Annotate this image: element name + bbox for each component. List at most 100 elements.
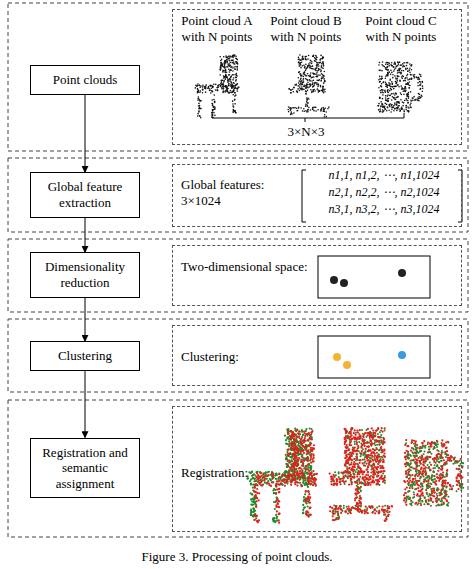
cloud-point bbox=[211, 116, 213, 118]
cloud-point bbox=[378, 70, 380, 72]
cloud-point bbox=[297, 88, 299, 90]
cloud-point bbox=[418, 96, 420, 98]
cloud-point bbox=[324, 110, 326, 112]
cloud-point bbox=[304, 483, 306, 485]
cloud-point bbox=[294, 107, 296, 109]
cloud-point bbox=[307, 90, 309, 92]
cloud-point bbox=[199, 105, 201, 107]
cloud-point bbox=[298, 61, 300, 63]
cloud-point bbox=[405, 77, 407, 79]
cloud-point bbox=[212, 106, 214, 108]
cloud-point bbox=[233, 85, 235, 87]
cloud-point bbox=[408, 96, 410, 98]
cloud-point bbox=[290, 108, 292, 110]
cloud-point bbox=[223, 80, 225, 82]
cloud-point bbox=[306, 85, 308, 87]
cloud-point bbox=[308, 98, 310, 100]
cloud-point bbox=[253, 509, 255, 511]
cloud-point bbox=[312, 460, 314, 462]
cloud-point bbox=[408, 111, 410, 113]
cloud-point bbox=[319, 74, 321, 76]
cloud-point bbox=[219, 74, 221, 76]
cloud-point bbox=[249, 492, 251, 494]
cloud-point bbox=[322, 107, 324, 109]
cloud-point bbox=[309, 513, 311, 515]
cloud-point bbox=[309, 85, 311, 87]
cloud-point bbox=[296, 449, 298, 451]
cloud-point bbox=[404, 66, 406, 68]
cloud-point bbox=[300, 59, 302, 61]
cloud-point bbox=[298, 80, 300, 82]
cloud-point bbox=[302, 509, 304, 511]
cloud-point bbox=[210, 85, 212, 87]
cloud-point bbox=[389, 78, 391, 80]
cloud-point bbox=[219, 69, 221, 71]
cloud-point bbox=[312, 109, 314, 111]
cloud-point bbox=[316, 62, 318, 64]
cloud-point bbox=[396, 82, 398, 84]
cloud-point bbox=[299, 90, 301, 92]
cloud-point bbox=[298, 436, 300, 438]
cloud-point bbox=[317, 83, 319, 85]
cloud-point bbox=[295, 434, 297, 436]
cloud-point bbox=[393, 86, 395, 88]
cloud-point bbox=[199, 106, 201, 108]
cloud-point bbox=[381, 77, 383, 79]
cloud-point bbox=[220, 65, 222, 67]
cloud-point bbox=[226, 87, 228, 89]
cloud-point bbox=[302, 473, 304, 475]
cloud-point bbox=[395, 93, 397, 95]
cloud-point bbox=[237, 66, 239, 68]
cloud-point bbox=[323, 109, 325, 111]
cloud-point bbox=[415, 99, 417, 101]
cloud-point bbox=[324, 116, 326, 118]
cloud-point bbox=[385, 85, 387, 87]
cloud-point bbox=[294, 477, 296, 479]
cloud-point bbox=[303, 439, 305, 441]
cloud-point bbox=[233, 82, 235, 84]
cloud-point bbox=[307, 105, 309, 107]
cloud-point bbox=[313, 73, 315, 75]
cloud-point bbox=[286, 436, 288, 438]
cloud-point bbox=[296, 108, 298, 110]
cloud-point bbox=[233, 66, 235, 68]
cloud-point bbox=[384, 91, 386, 93]
cloud-point bbox=[407, 100, 409, 102]
cloud-point bbox=[225, 78, 227, 80]
cloud-point bbox=[263, 480, 265, 482]
cloud-point bbox=[398, 108, 400, 110]
cloud-point bbox=[211, 90, 213, 92]
cloud-point bbox=[401, 64, 403, 66]
cloud-point bbox=[386, 100, 388, 102]
cloud-point bbox=[290, 470, 292, 472]
cloud-point bbox=[323, 92, 325, 94]
cloud-point bbox=[405, 80, 407, 82]
cloud-point bbox=[420, 81, 422, 83]
cloud-point bbox=[199, 85, 201, 87]
cloud-point bbox=[278, 512, 280, 514]
cloud-point bbox=[305, 104, 307, 106]
cloud-point bbox=[397, 70, 399, 72]
cloud-point bbox=[382, 94, 384, 96]
cloud-point bbox=[409, 81, 411, 83]
cloud-point bbox=[301, 80, 303, 82]
cloud-point bbox=[295, 469, 297, 471]
cloud-point bbox=[310, 59, 312, 61]
cloud-point bbox=[223, 77, 225, 79]
cloud-point bbox=[307, 505, 309, 507]
cloud-point bbox=[197, 99, 199, 101]
cloud-point bbox=[387, 99, 389, 101]
cloud-point bbox=[200, 100, 202, 102]
cloud-point bbox=[290, 92, 292, 94]
cloud-point bbox=[305, 70, 307, 72]
cloud-point bbox=[306, 79, 308, 81]
cloud-point bbox=[403, 111, 405, 113]
cloud-point bbox=[401, 87, 403, 89]
plot-frame bbox=[318, 256, 430, 298]
cloud-point bbox=[303, 480, 305, 482]
cloud-point bbox=[217, 87, 219, 89]
cloud-point bbox=[224, 64, 226, 66]
cloud-point bbox=[274, 508, 276, 510]
cloud-point bbox=[286, 451, 288, 453]
cloud-point bbox=[402, 105, 404, 107]
